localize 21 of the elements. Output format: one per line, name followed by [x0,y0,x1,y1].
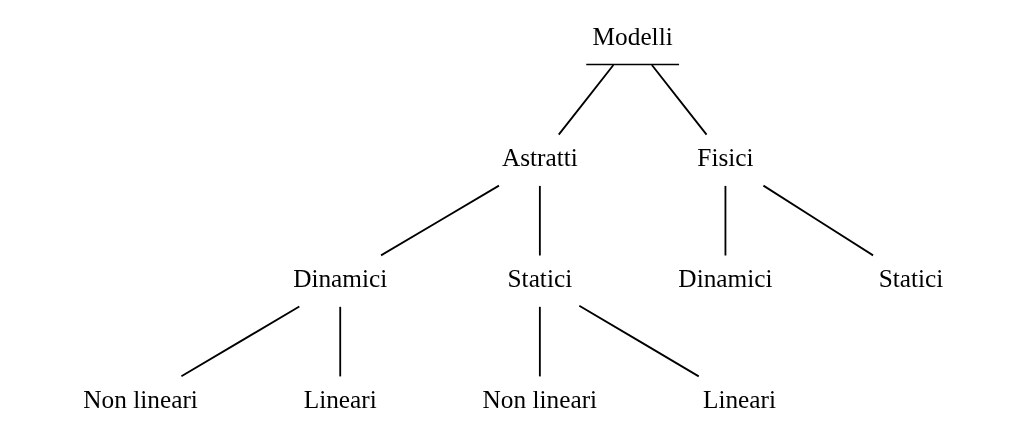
node-text: Fisici [697,143,754,172]
node-text: Dinamici [293,264,388,293]
node-text: Non lineari [83,385,198,414]
connector [650,64,708,136]
node-text: Statici [507,264,573,293]
connector [557,64,615,136]
connector [538,185,541,257]
node-text: Lineari [303,385,377,414]
node-text: Modelli [592,22,673,51]
node-text: Non lineari [482,385,598,414]
connector [538,305,541,378]
node-text: Statici [878,264,944,293]
connector [578,304,700,378]
connector [339,305,342,378]
connector [762,184,874,257]
connector [724,185,727,257]
node-text: Astratti [501,143,578,172]
connector [380,184,500,257]
node-text: Dinamici [678,264,773,293]
connector [180,305,301,378]
node-text: Lineari [702,385,777,414]
